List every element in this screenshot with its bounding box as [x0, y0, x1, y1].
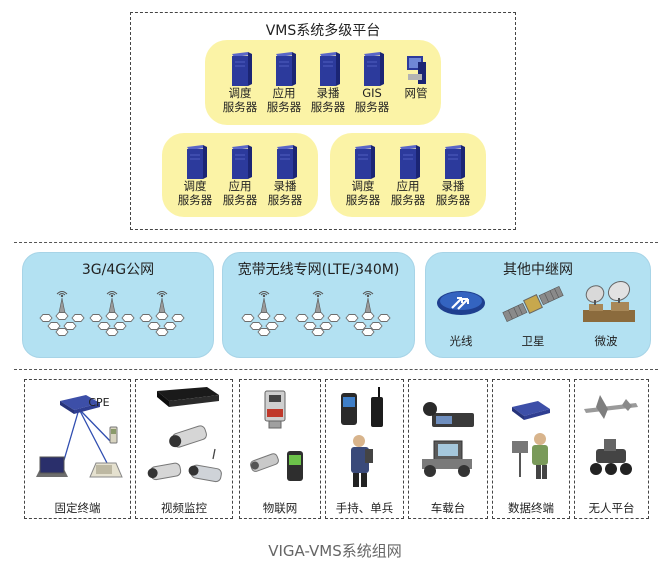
iot-terminal-caption: 物联网 — [262, 501, 298, 515]
handheld-terminal-box — [325, 379, 404, 519]
relay-item-fiber: 光线 — [449, 334, 473, 348]
left-server-label-1: 应用 服务器 — [222, 179, 258, 207]
unmanned-terminal-graphic — [574, 379, 649, 501]
vehicle-terminal-box — [408, 379, 488, 519]
server-icon — [396, 145, 420, 179]
right-server-label-2: 录播 服务器 — [435, 179, 471, 207]
top-server-label-3: GIS 服务器 — [354, 86, 390, 114]
top-server-label-1: 应用 服务器 — [266, 86, 302, 114]
right-server-2: 录播 服务器 — [435, 145, 471, 209]
vehicle-terminal-graphic — [408, 379, 488, 501]
server-icon — [228, 52, 252, 86]
left-server-0: 调度 服务器 — [177, 145, 213, 209]
handheld-terminal-graphic — [325, 379, 404, 501]
relay-item-satellite: 卫星 — [521, 334, 545, 348]
server-icon — [360, 52, 384, 86]
server-icon — [351, 145, 375, 179]
private-network-title: 宽带无线专网(LTE/340M) — [237, 262, 400, 278]
server-icon — [273, 145, 297, 179]
server-icon — [272, 52, 296, 86]
relay-item-microwave: 微波 — [594, 334, 618, 348]
unmanned-terminal-box — [574, 379, 649, 519]
fiber-icon — [436, 290, 486, 320]
fixed-terminal-caption: 固定终端 — [54, 501, 101, 515]
relay-network-title: 其他中继网 — [503, 262, 573, 278]
left-server-label-2: 录播 服务器 — [267, 179, 303, 207]
video-terminal-caption: 视频监控 — [161, 501, 207, 515]
data-terminal-graphic — [492, 379, 570, 501]
top-server-label-4: 网管 — [404, 86, 428, 100]
fixed-terminal-graphic — [24, 379, 131, 501]
server-icon — [316, 52, 340, 86]
satellite-icon — [500, 282, 566, 330]
right-server-0: 调度 服务器 — [345, 145, 381, 209]
fixed-terminal-box — [24, 379, 131, 519]
top-server-4: 网管 — [398, 52, 434, 116]
left-server-label-0: 调度 服务器 — [177, 179, 213, 207]
base-station-icon — [139, 288, 185, 338]
base-station-icon — [295, 288, 341, 338]
top-server-label-0: 调度 服务器 — [222, 86, 258, 114]
vehicle-terminal-caption: 车载台 — [430, 501, 466, 515]
base-station-icon — [89, 288, 135, 338]
data-terminal-box — [492, 379, 570, 519]
right-server-label-1: 应用 服务器 — [390, 179, 426, 207]
handheld-terminal-caption: 手持、单兵 — [335, 501, 394, 515]
section-divider-1 — [14, 242, 658, 243]
data-terminal-caption: 数据终端 — [508, 501, 554, 515]
platform-title: VMS系统多级平台 — [265, 23, 381, 39]
base-station-icon — [345, 288, 391, 338]
top-server-3: GIS 服务器 — [354, 52, 390, 116]
public-network-title: 3G/4G公网 — [81, 262, 155, 278]
video-terminal-box — [135, 379, 233, 519]
platform-box — [130, 12, 516, 230]
server-icon — [441, 145, 465, 179]
footer-caption: VIGA-VMS系统组网 — [268, 542, 402, 560]
top-server-1: 应用 服务器 — [266, 52, 302, 116]
left-server-2: 录播 服务器 — [267, 145, 303, 209]
unmanned-terminal-caption: 无人平台 — [588, 501, 635, 515]
top-server-label-2: 录播 服务器 — [310, 86, 346, 114]
right-server-1: 应用 服务器 — [390, 145, 426, 209]
iot-terminal-box — [239, 379, 321, 519]
right-server-label-0: 调度 服务器 — [345, 179, 381, 207]
server-icon — [183, 145, 207, 179]
public-network-box — [22, 252, 214, 358]
server-icon — [228, 145, 252, 179]
cpe-label: CPE — [88, 396, 110, 409]
top-server-0: 调度 服务器 — [222, 52, 258, 116]
left-server-1: 应用 服务器 — [222, 145, 258, 209]
iot-terminal-graphic — [239, 379, 321, 501]
base-station-icon — [241, 288, 287, 338]
section-divider-2 — [14, 369, 658, 370]
base-station-icon — [39, 288, 85, 338]
monitor-icon — [404, 52, 428, 86]
video-terminal-graphic — [135, 379, 233, 501]
top-server-2: 录播 服务器 — [310, 52, 346, 116]
microwave-icon — [579, 280, 639, 328]
